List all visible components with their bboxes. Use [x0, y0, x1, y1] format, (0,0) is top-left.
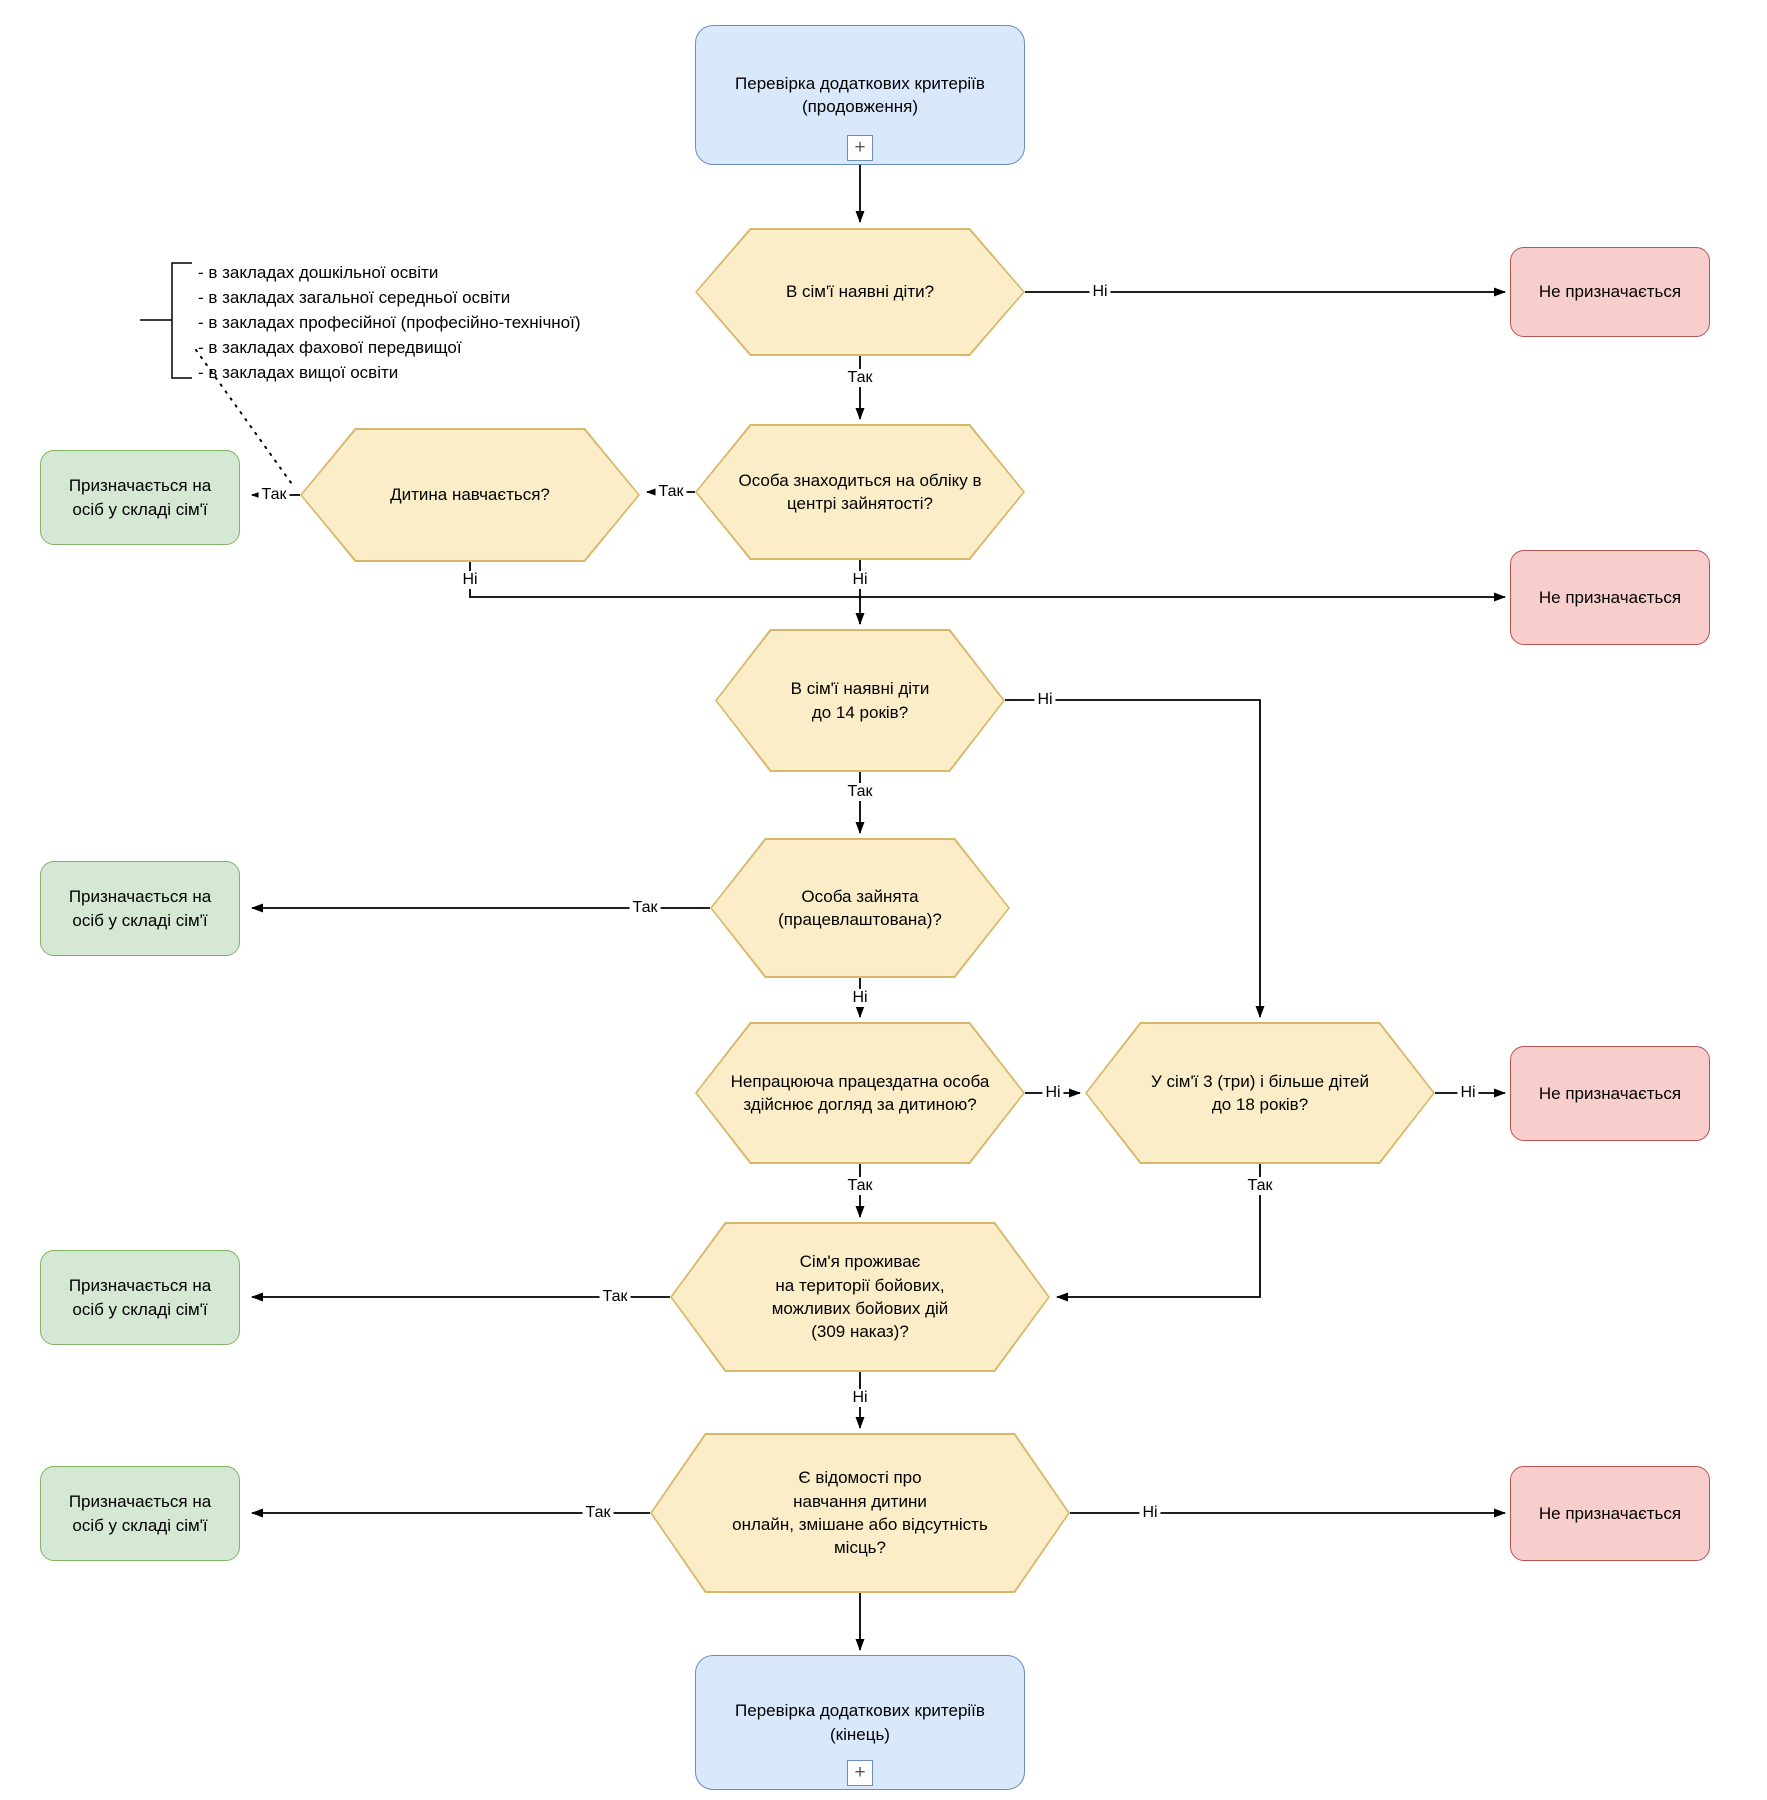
edge-label-employment-no: Ні	[849, 571, 871, 589]
outcome-label: Не призначається	[1538, 587, 1682, 607]
edge-label-caregiver-yes: Так	[844, 1177, 876, 1195]
end-node: Перевірка додаткових критеріїв (кінець) …	[695, 1655, 1025, 1790]
decision-label: Дитина навчається?	[390, 485, 550, 505]
decision-label: Особа знаходиться на обліку в центрі зай…	[738, 470, 982, 513]
outcome-assigned-2: Призначається на осіб у складі сім'ї	[40, 861, 240, 956]
decision-child-studies: Дитина навчається?	[300, 428, 640, 562]
decision-label: Сім'я проживає на території бойових, мож…	[771, 1252, 949, 1342]
outcome-not-assigned-2: Не призначається	[1510, 550, 1710, 645]
hexagon-shape-fill	[302, 430, 638, 560]
decision-label: Є відомості про навчання дитини онлайн, …	[732, 1468, 988, 1558]
decision-label: Непрацююча працездатна особа здійснює до…	[730, 1071, 990, 1114]
outcome-label: Призначається на осіб у складі сім'ї	[68, 476, 212, 519]
hexagon-shape-fill	[697, 426, 1023, 558]
decision-label: Особа зайнята (працевлаштована)?	[778, 886, 942, 929]
collapse-plus-icon[interactable]: +	[847, 1760, 873, 1786]
hexagon-shape-fill	[672, 1224, 1048, 1370]
decision-combat-area: Сім'я проживає на території бойових, мож…	[670, 1222, 1050, 1372]
decision-three-children-under-18: У сім'ї 3 (три) і більше дітей до 18 рок…	[1085, 1022, 1435, 1164]
decision-caregiver: Непрацююча працездатна особа здійснює до…	[695, 1022, 1025, 1164]
edge-label-caregiver-no: Ні	[1042, 1084, 1064, 1102]
outcome-label: Призначається на осіб у складі сім'ї	[68, 1492, 212, 1535]
education-institutions-list: - в закладах дошкільної освіти - в закла…	[198, 263, 581, 382]
edge-label-online-yes: Так	[582, 1504, 614, 1522]
edge-label-under14-yes: Так	[844, 783, 876, 801]
edge-label-employed-yes: Так	[629, 899, 661, 917]
decision-label: У сім'ї 3 (три) і більше дітей до 18 рок…	[1151, 1071, 1369, 1114]
edge-label-three-children-no: Ні	[1457, 1084, 1479, 1102]
outcome-not-assigned-1: Не призначається	[1510, 247, 1710, 337]
edge-label-under14-no: Ні	[1034, 691, 1056, 709]
outcome-assigned-4: Призначається на осіб у складі сім'ї	[40, 1466, 240, 1561]
hexagon-shape-fill	[697, 230, 1023, 354]
decision-employment-center: Особа знаходиться на обліку в центрі зай…	[695, 424, 1025, 560]
edge-label-three-children-yes: Так	[1244, 1177, 1276, 1195]
decision-children-under-14: В сім'ї наявні діти до 14 років?	[715, 629, 1005, 772]
decision-children-exist: В сім'ї наявні діти?	[695, 228, 1025, 356]
edge-child-studies-no	[469, 562, 1506, 602]
edge-label-combat-yes: Так	[599, 1288, 631, 1306]
edge-label-online-no: Ні	[1139, 1504, 1161, 1522]
outcome-label: Не призначається	[1538, 282, 1682, 302]
outcome-assigned-3: Призначається на осіб у складі сім'ї	[40, 1250, 240, 1345]
hexagon-shape-fill	[652, 1435, 1068, 1591]
hexagon-shape-fill	[717, 631, 1003, 770]
edge-label-child-studies-yes: Так	[258, 486, 290, 504]
outcome-label: Не призначається	[1538, 1503, 1682, 1523]
decision-online-education: Є відомості про навчання дитини онлайн, …	[650, 1433, 1070, 1593]
decision-label: В сім'ї наявні діти до 14 років?	[790, 679, 930, 722]
edge-under14-no	[1005, 699, 1265, 1018]
outcome-not-assigned-4: Не призначається	[1510, 1466, 1710, 1561]
outcome-label: Призначається на осіб у складі сім'ї	[68, 887, 212, 930]
edge-label-employment-yes: Так	[655, 483, 687, 501]
outcome-label: Призначається на осіб у складі сім'ї	[68, 1276, 212, 1319]
edge-label-combat-no: Ні	[849, 1389, 871, 1407]
hexagon-shape-fill	[697, 1024, 1023, 1162]
hexagon-shape-fill	[712, 840, 1008, 976]
edge-three-children-yes	[1056, 1164, 1261, 1302]
start-node: Перевірка додаткових критеріїв (продовже…	[695, 25, 1025, 165]
decision-employed: Особа зайнята (працевлаштована)?	[710, 838, 1010, 978]
hexagon-shape-fill	[1087, 1024, 1433, 1162]
end-node-label: Перевірка додаткових критеріїв (кінець)	[735, 1701, 985, 1744]
outcome-assigned-1: Призначається на осіб у складі сім'ї	[40, 450, 240, 545]
edge-label-child-studies-no: Ні	[459, 571, 481, 589]
annotation-bracket	[171, 262, 192, 379]
decision-label: В сім'ї наявні діти?	[785, 282, 935, 302]
outcome-label: Не призначається	[1538, 1083, 1682, 1103]
edge-label-employed-no: Ні	[849, 989, 871, 1007]
start-node-label: Перевірка додаткових критеріїв (продовже…	[735, 73, 985, 116]
edge-label-children-no: Ні	[1089, 283, 1111, 301]
edge-label-children-yes: Так	[844, 369, 876, 387]
collapse-plus-icon[interactable]: +	[847, 135, 873, 161]
outcome-not-assigned-3: Не призначається	[1510, 1046, 1710, 1141]
